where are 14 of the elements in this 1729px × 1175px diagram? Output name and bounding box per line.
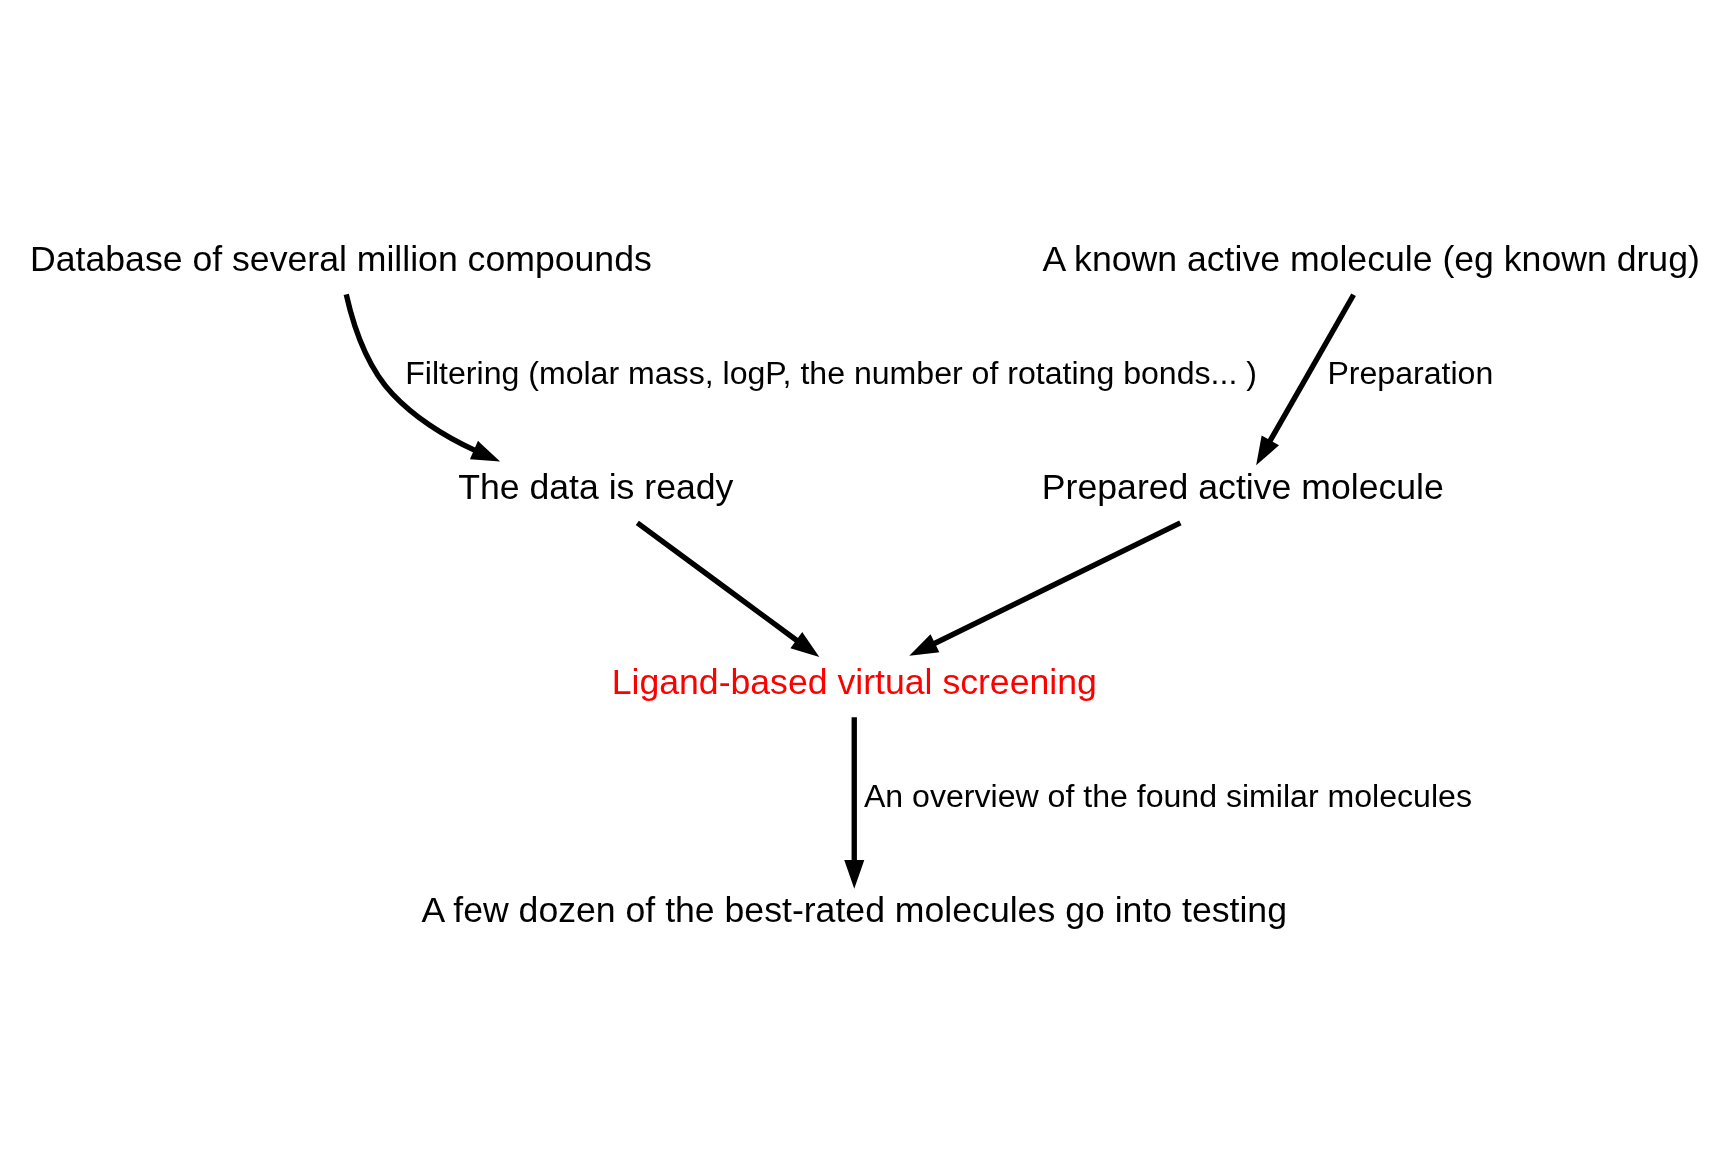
edge-label: Filtering (molar mass, logP, the number of rotating bonds... ) bbox=[405, 355, 1257, 392]
edge-label: Preparation bbox=[1327, 355, 1494, 392]
arrow bbox=[909, 520, 1182, 656]
arrow bbox=[635, 520, 820, 658]
node-text: Ligand-based virtual screening bbox=[611, 661, 1097, 702]
node-text: The data is ready bbox=[458, 467, 734, 508]
node-text: Database of several million compounds bbox=[30, 239, 652, 280]
arrow bbox=[1256, 293, 1356, 466]
node-text: Prepared active molecule bbox=[1041, 467, 1444, 508]
arrow bbox=[844, 717, 865, 889]
node-text: A few dozen of the best-rated molecules go into testing bbox=[421, 889, 1287, 930]
arrow bbox=[343, 293, 501, 462]
edge-label: An overview of the found similar molecules bbox=[863, 777, 1472, 814]
node-text: A known active molecule (eg known drug) bbox=[1042, 239, 1700, 280]
